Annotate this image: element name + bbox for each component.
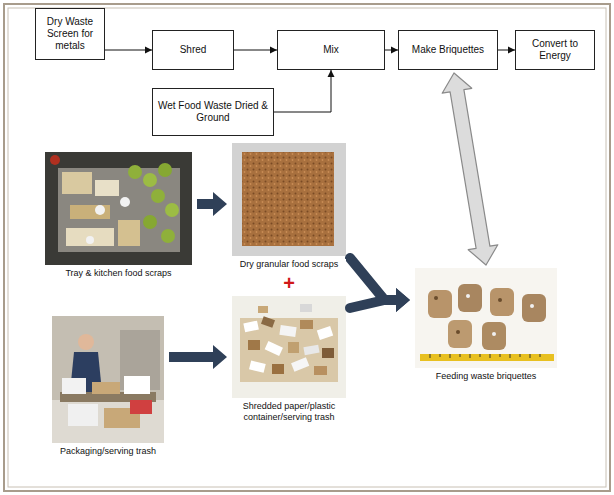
photo-panel: Shredded paper/plastic container/serving… bbox=[232, 296, 346, 423]
briquettes-photo bbox=[415, 268, 557, 368]
connector bbox=[350, 258, 410, 312]
connector bbox=[442, 73, 498, 265]
arrowhead bbox=[508, 47, 515, 54]
block-arrow bbox=[442, 73, 498, 265]
box-label: Shred bbox=[180, 44, 207, 56]
connector bbox=[385, 47, 398, 54]
connector bbox=[274, 70, 335, 112]
connector bbox=[169, 345, 227, 369]
process-box: Wet Food Waste Dried & Ground bbox=[152, 88, 274, 136]
process-box: Convert to Energy bbox=[515, 30, 595, 70]
process-box: Shred bbox=[152, 30, 234, 70]
box-label: Wet Food Waste Dried & Ground bbox=[157, 100, 269, 124]
box-label: Mix bbox=[323, 44, 339, 56]
block-arrow bbox=[197, 192, 227, 216]
arrowhead bbox=[328, 70, 335, 77]
connector bbox=[197, 192, 227, 216]
tray-photo bbox=[45, 152, 192, 265]
process-box: Dry Waste Screen for metals bbox=[35, 8, 105, 60]
arrowhead bbox=[270, 47, 277, 54]
connector-line bbox=[274, 70, 331, 112]
arrowhead bbox=[145, 47, 152, 54]
arrowhead bbox=[391, 47, 398, 54]
connector bbox=[105, 47, 152, 54]
photo-caption: Feeding waste briquettes bbox=[415, 371, 557, 382]
photo-caption: Tray & kitchen food scraps bbox=[45, 268, 192, 279]
photo-panel: Tray & kitchen food scraps bbox=[45, 152, 192, 279]
packaging-photo bbox=[52, 316, 164, 443]
process-box: Mix bbox=[277, 30, 385, 70]
photo-panel: Dry granular food scraps bbox=[232, 143, 346, 270]
block-arrow bbox=[385, 288, 411, 312]
frame-inner bbox=[8, 8, 606, 487]
connector bbox=[498, 47, 515, 54]
connector bbox=[234, 47, 277, 54]
block-arrow bbox=[385, 288, 411, 312]
box-label: Convert to Energy bbox=[520, 38, 590, 62]
photo-panel: Packaging/serving trash bbox=[52, 316, 164, 457]
photo-caption: Shredded paper/plastic container/serving… bbox=[232, 401, 346, 423]
frame bbox=[4, 4, 610, 491]
connector-line bbox=[350, 258, 385, 300]
photo-caption: Dry granular food scraps bbox=[232, 259, 346, 270]
shredded-photo bbox=[232, 296, 346, 398]
granular-photo bbox=[232, 143, 346, 256]
plus-sign: + bbox=[279, 273, 299, 293]
block-arrow bbox=[169, 345, 227, 369]
connector bbox=[350, 288, 410, 312]
box-label: Dry Waste Screen for metals bbox=[40, 16, 100, 52]
connector-line bbox=[105, 50, 152, 51]
connector-line bbox=[350, 300, 385, 308]
photo-caption: Packaging/serving trash bbox=[52, 446, 164, 457]
photo-panel: Feeding waste briquettes bbox=[415, 268, 557, 382]
process-box: Make Briquettes bbox=[398, 30, 498, 70]
box-label: Make Briquettes bbox=[412, 44, 484, 56]
